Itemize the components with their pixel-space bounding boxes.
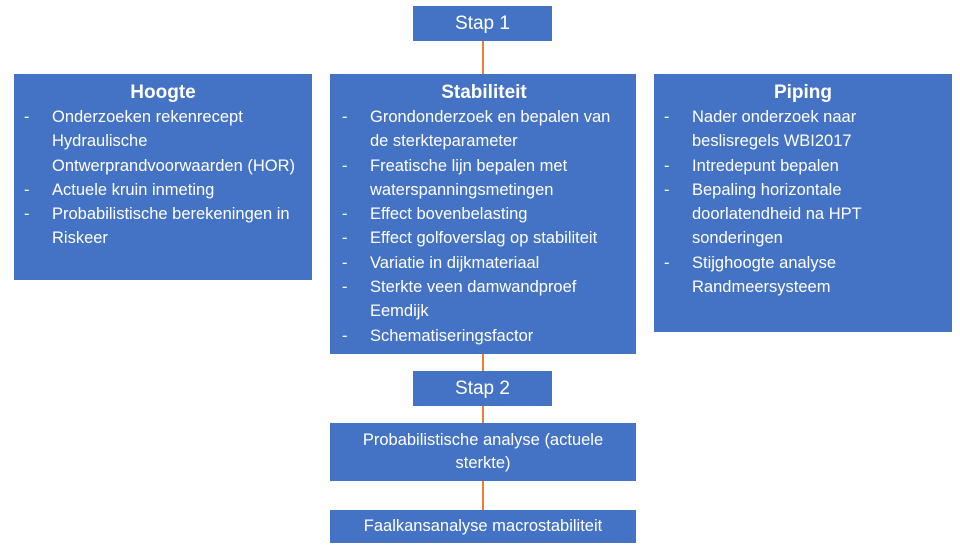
list-item: -Onderzoeken rekenrecept Hydraulische On… — [24, 108, 296, 175]
card-stabiliteit-title: Stabiliteit — [441, 82, 527, 103]
step-1-box: Stap 1 — [413, 6, 552, 41]
card-stabiliteit-list: -Grondonderzoek en bepalen van de sterkt… — [342, 105, 626, 348]
card-hoogte-list: -Onderzoeken rekenrecept Hydraulische On… — [24, 105, 302, 251]
card-piping-list: -Nader onderzoek naar beslisregels WBI20… — [664, 105, 942, 299]
card-piping: Piping -Nader onderzoek naar beslisregel… — [654, 74, 952, 332]
step-1-label: Stap 1 — [455, 12, 510, 34]
list-item: -Effect golfoverslag op stabiliteit — [342, 229, 598, 248]
connector-step2-analysis — [482, 405, 484, 423]
connector-analysis-failure — [482, 481, 484, 511]
failure-analysis-box: Faalkansanalyse macrostabiliteit — [330, 510, 636, 543]
list-item: -Effect bovenbelasting — [342, 205, 528, 224]
list-item: -Actuele kruin inmeting — [24, 180, 215, 199]
list-item: -Freatische lijn bepalen met waterspanni… — [342, 156, 568, 199]
list-item: -Schematiseringsfactor — [342, 326, 534, 345]
list-item: -Nader onderzoek naar beslisregels WBI20… — [664, 108, 857, 151]
list-item: -Grondonderzoek en bepalen van de sterkt… — [342, 108, 611, 151]
list-item: -Variatie in dijkmateriaal — [342, 253, 540, 272]
failure-analysis-label: Faalkansanalyse macrostabiliteit — [363, 517, 603, 535]
connector-stabiliteit-step2 — [482, 353, 484, 372]
card-hoogte-title: Hoogte — [130, 82, 196, 103]
list-item: -Probabilistische berekeningen in Riskee… — [24, 205, 290, 248]
connector-step1-stabiliteit — [482, 40, 484, 74]
step-2-box: Stap 2 — [413, 371, 552, 406]
card-hoogte: Hoogte -Onderzoeken rekenrecept Hydrauli… — [14, 74, 312, 280]
card-stabiliteit: Stabiliteit -Grondonderzoek en bepalen v… — [330, 74, 636, 354]
list-item: -Intredepunt bepalen — [664, 156, 839, 175]
list-item: -Sterkte veen damwandproef Eemdijk — [342, 278, 577, 321]
list-item: -Stijghoogte analyse Randmeersysteem — [664, 253, 837, 297]
probabilistic-analysis-label: Probabilistische analyse (actuele sterkt… — [362, 431, 604, 472]
card-piping-title: Piping — [773, 82, 833, 103]
step-2-label: Stap 2 — [455, 377, 510, 399]
probabilistic-analysis-box: Probabilistische analyse (actuele sterkt… — [330, 423, 636, 481]
list-item: -Bepaling horizontale doorlatendheid na … — [664, 180, 862, 248]
